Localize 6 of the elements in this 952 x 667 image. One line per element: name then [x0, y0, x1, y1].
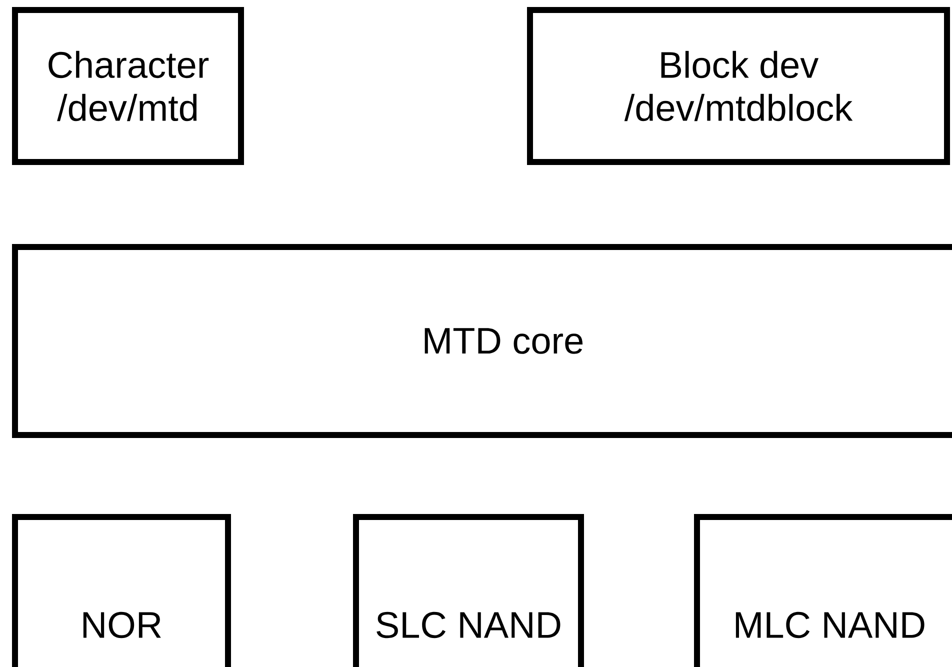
- box: NOR: [12, 514, 231, 667]
- box: MLC NAND: [694, 514, 952, 667]
- box: MTD core: [12, 244, 952, 438]
- box: Character /dev/mtd: [12, 7, 244, 165]
- box: Block dev /dev/mtdblock: [527, 7, 950, 165]
- box: SLC NAND: [353, 514, 584, 667]
